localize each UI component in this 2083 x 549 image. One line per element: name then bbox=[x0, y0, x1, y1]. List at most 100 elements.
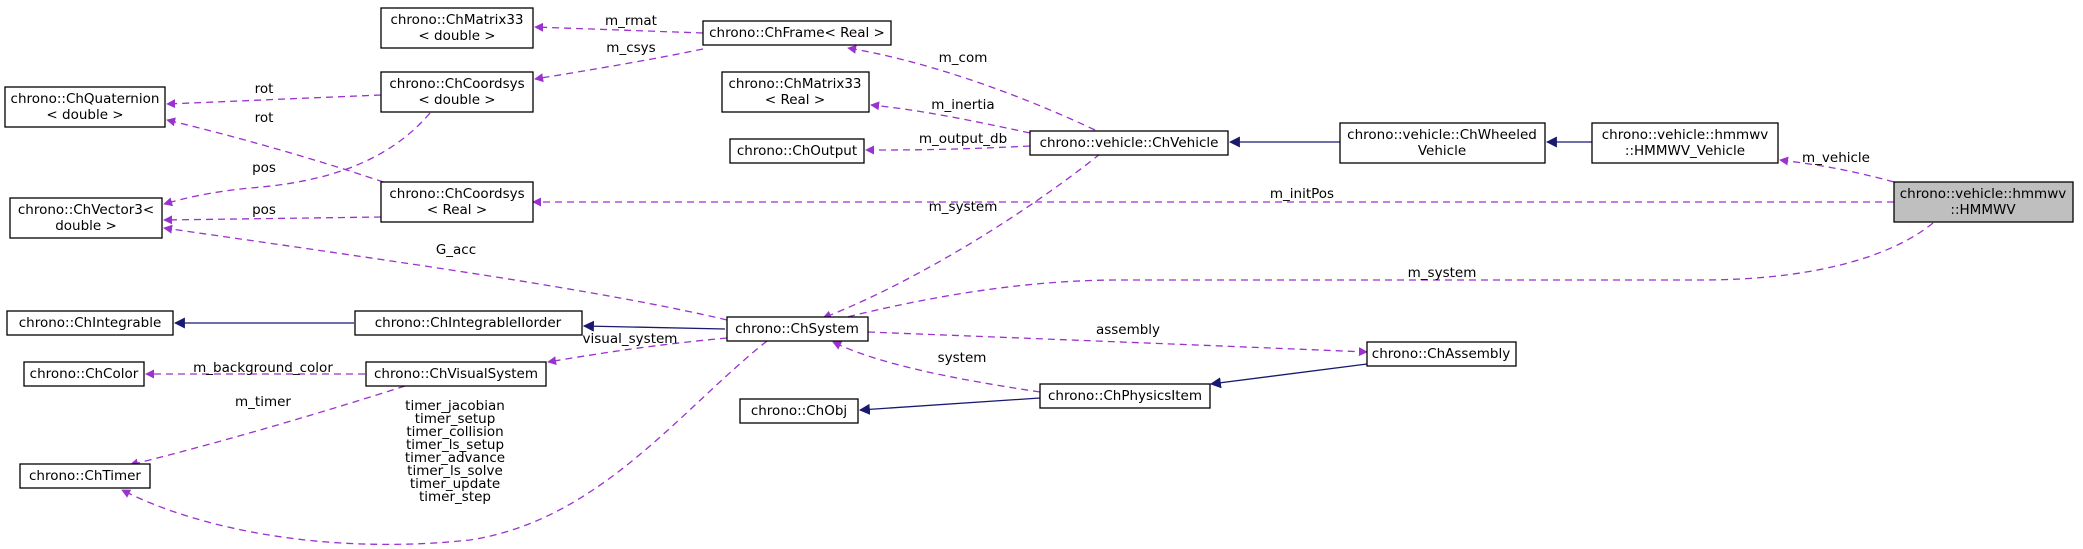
node-label: chrono::ChSystem bbox=[735, 321, 859, 337]
edge-assembly-to-physics bbox=[1209, 363, 1368, 389]
edge-label-m-com: m_com bbox=[939, 50, 988, 66]
nodes: chrono::vehicle::hmmwv ::HMMWV chrono::v… bbox=[4, 7, 2074, 489]
node-chcoordsys-double[interactable]: chrono::ChCoordsys < double > bbox=[380, 71, 534, 113]
node-label: chrono::ChColor bbox=[30, 366, 139, 382]
node-chassembly[interactable]: chrono::ChAssembly bbox=[1366, 341, 1517, 367]
edge-physics-to-obj bbox=[858, 397, 1041, 415]
node-chframe[interactable]: chrono::ChFrame< Real > bbox=[702, 20, 892, 46]
edge-label-pos: pos bbox=[252, 160, 276, 176]
node-chcolor[interactable]: chrono::ChColor bbox=[23, 361, 145, 387]
node-label: < double > bbox=[418, 92, 495, 108]
edge-label-timer: timer_collision bbox=[406, 424, 503, 440]
node-label: chrono::vehicle::ChVehicle bbox=[1040, 135, 1219, 151]
edge-label-m-system: m_system bbox=[929, 199, 998, 215]
node-label: chrono::ChObj bbox=[751, 403, 847, 419]
edge-label-rot: rot bbox=[255, 110, 274, 126]
edge-label-visual-system: visual_system bbox=[583, 331, 678, 347]
node-label: chrono::vehicle::hmmwv bbox=[1900, 186, 2066, 202]
node-label: chrono::ChIntegrableIIorder bbox=[375, 315, 562, 331]
edge-physics-to-system bbox=[832, 341, 1041, 393]
edge-label-m-initpos: m_initPos bbox=[1270, 186, 1334, 202]
node-label: chrono::ChMatrix33 bbox=[728, 76, 861, 92]
node-label: chrono::ChAssembly bbox=[1372, 346, 1510, 362]
edge-csd-to-quat bbox=[166, 94, 382, 109]
edge-labels: m_rmat m_csys rot rot pos pos m_com m_in… bbox=[193, 13, 1870, 505]
edge-system-to-visual bbox=[547, 337, 728, 366]
edge-label-assembly: assembly bbox=[1096, 322, 1160, 338]
edge-system-to-assembly bbox=[867, 331, 1368, 357]
node-label: chrono::ChMatrix33 bbox=[390, 12, 523, 28]
node-label: chrono::ChCoordsys bbox=[389, 76, 524, 92]
edge-label-system: system bbox=[938, 350, 987, 366]
edge-label-timer: timer_ls_solve bbox=[407, 463, 503, 479]
edge-label-m-system: m_system bbox=[1408, 265, 1477, 281]
edge-chvehicle-to-frame bbox=[847, 44, 1096, 131]
node-label: chrono::ChTimer bbox=[29, 468, 141, 484]
edge-frame-to-m33d bbox=[534, 22, 704, 34]
edge-csr-to-vec3 bbox=[163, 215, 382, 225]
edge-csr-to-quat bbox=[166, 117, 396, 187]
node-chmatrix33-real[interactable]: chrono::ChMatrix33 < Real > bbox=[721, 71, 870, 113]
node-label: chrono::ChFrame< Real > bbox=[709, 25, 885, 41]
node-label: chrono::ChQuaternion bbox=[11, 91, 160, 107]
node-label: chrono::vehicle::hmmwv bbox=[1602, 127, 1768, 143]
node-choutput[interactable]: chrono::ChOutput bbox=[729, 138, 865, 164]
node-chwheeledvehicle[interactable]: chrono::vehicle::ChWheeled Vehicle bbox=[1339, 122, 1546, 164]
edge-system-to-integ1 bbox=[582, 320, 726, 332]
edge-hmmwv-to-system bbox=[822, 222, 1934, 326]
node-chcoordsys-real[interactable]: chrono::ChCoordsys < Real > bbox=[380, 181, 534, 223]
edge-chvehicle-to-output bbox=[865, 145, 1031, 155]
edge-label-m-inertia: m_inertia bbox=[931, 97, 994, 113]
node-chquaternion-double[interactable]: chrono::ChQuaternion < double > bbox=[4, 86, 166, 128]
node-label: Vehicle bbox=[1418, 143, 1466, 159]
edge-label-m-output-db: m_output_db bbox=[919, 131, 1007, 147]
node-chmatrix33-double[interactable]: chrono::ChMatrix33 < double > bbox=[380, 7, 534, 49]
node-label: chrono::ChOutput bbox=[737, 143, 857, 159]
edge-label-timer: timer_advance bbox=[405, 450, 505, 466]
edge-label-g-acc: G_acc bbox=[436, 242, 476, 258]
node-label: chrono::ChPhysicsItem bbox=[1048, 388, 1202, 404]
edge-label-m-background-color: m_background_color bbox=[193, 360, 333, 376]
edge-label-timer: timer_setup bbox=[415, 411, 496, 427]
edge-label-m-timer: m_timer bbox=[235, 394, 291, 410]
node-hmmwv-vehicle[interactable]: chrono::vehicle::hmmwv ::HMMWV_Vehicle bbox=[1591, 122, 1779, 164]
edge-label-m-rmat: m_rmat bbox=[605, 13, 657, 29]
node-label: chrono::vehicle::ChWheeled bbox=[1347, 127, 1537, 143]
edge-label-timer: timer_update bbox=[410, 476, 500, 492]
node-hmmwv[interactable]: chrono::vehicle::hmmwv ::HMMWV bbox=[1893, 181, 2074, 223]
node-chtimer[interactable]: chrono::ChTimer bbox=[19, 463, 151, 489]
edge-label-timer: timer_step bbox=[419, 489, 491, 505]
edge-hmmwv-to-hmmwv-vehicle bbox=[1779, 156, 1895, 183]
node-label: chrono::ChCoordsys bbox=[389, 186, 524, 202]
node-chintegrable[interactable]: chrono::ChIntegrable bbox=[6, 310, 174, 336]
edge-visual-to-timer bbox=[129, 385, 406, 468]
node-label: ::HMMWV_Vehicle bbox=[1625, 143, 1745, 159]
node-label: < double > bbox=[418, 28, 495, 44]
node-chsystem[interactable]: chrono::ChSystem bbox=[726, 316, 869, 342]
edge-label-rot: rot bbox=[255, 81, 274, 97]
node-chvisualsystem[interactable]: chrono::ChVisualSystem bbox=[365, 361, 547, 387]
edge-chvehicle-to-system bbox=[822, 153, 1101, 320]
edge-label-timer: timer_ls_setup bbox=[406, 437, 504, 453]
edge-frame-to-csd bbox=[534, 48, 704, 83]
node-chvehicle[interactable]: chrono::vehicle::ChVehicle bbox=[1029, 130, 1229, 156]
edge-label-m-csys: m_csys bbox=[606, 40, 655, 56]
edge-label-pos: pos bbox=[252, 202, 276, 218]
node-label: chrono::ChVisualSystem bbox=[374, 366, 538, 382]
edge-label-timer: timer_jacobian bbox=[405, 398, 505, 414]
node-label: double > bbox=[55, 218, 117, 234]
node-chobj[interactable]: chrono::ChObj bbox=[739, 398, 859, 424]
node-label: chrono::ChVector3< bbox=[18, 202, 154, 218]
node-label: < double > bbox=[46, 107, 123, 123]
edge-label-timers: timer_jacobian timer_setup timer_collisi… bbox=[405, 398, 505, 505]
node-label: < Real > bbox=[427, 202, 487, 218]
node-label: ::HMMWV bbox=[1950, 202, 2016, 218]
node-chvector3-double[interactable]: chrono::ChVector3< double > bbox=[9, 197, 163, 239]
edges bbox=[121, 22, 1934, 546]
edge-chvehicle-to-m33r bbox=[870, 101, 1031, 134]
node-chintegrableiiorder[interactable]: chrono::ChIntegrableIIorder bbox=[354, 310, 583, 336]
node-chphysicsitem[interactable]: chrono::ChPhysicsItem bbox=[1039, 383, 1211, 409]
edge-label-m-vehicle: m_vehicle bbox=[1802, 150, 1870, 166]
edge-system-to-vec3 bbox=[163, 224, 728, 321]
